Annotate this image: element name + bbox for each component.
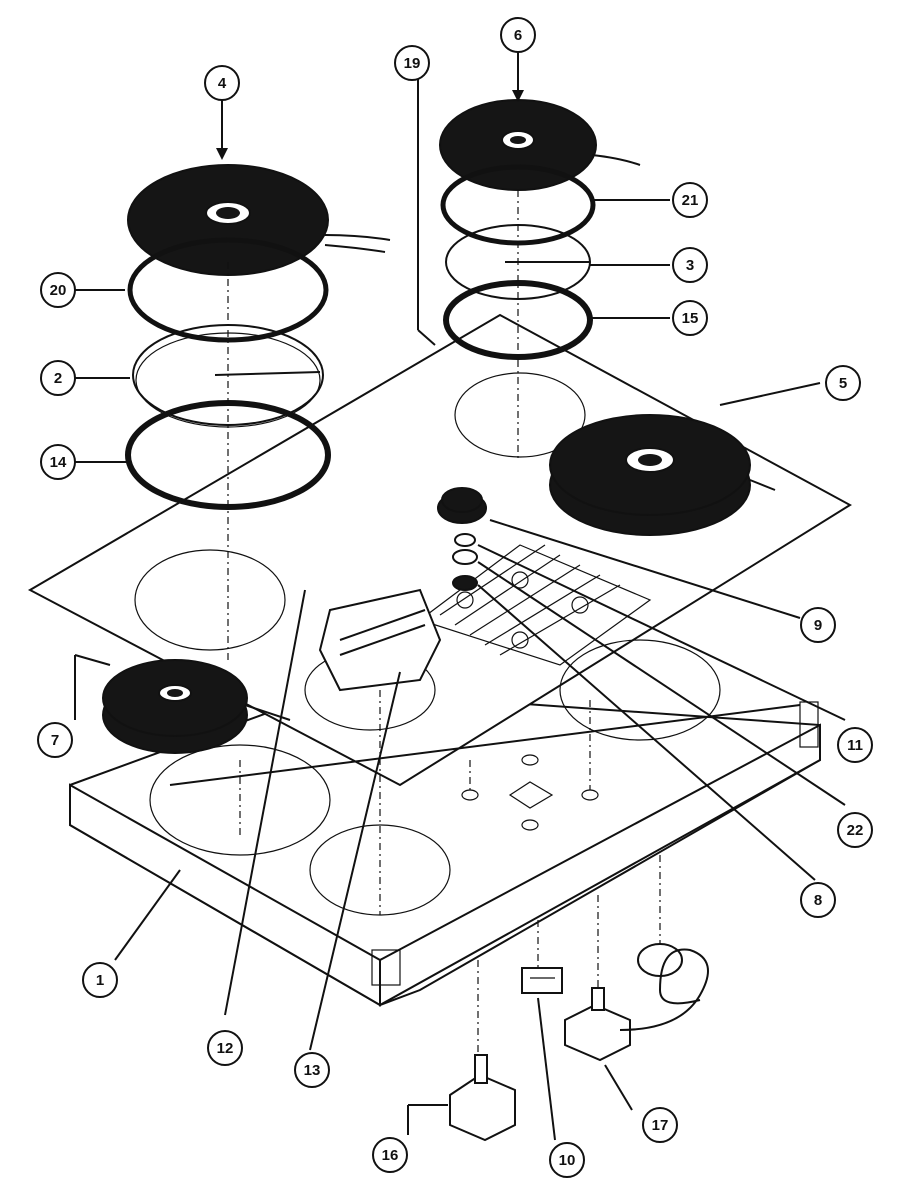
callout-label: 8 bbox=[814, 892, 822, 909]
callout-label: 20 bbox=[50, 282, 67, 299]
callout-label: 9 bbox=[814, 617, 822, 634]
callout-label: 7 bbox=[51, 732, 59, 749]
chassis-box bbox=[69, 688, 821, 1007]
callout-9: 9 bbox=[800, 607, 836, 643]
callout-label: 3 bbox=[686, 257, 694, 274]
washers bbox=[452, 533, 478, 591]
callout-1: 1 bbox=[82, 962, 118, 998]
callout-label: 5 bbox=[839, 375, 847, 392]
callout-label: 12 bbox=[217, 1040, 234, 1057]
burner-7 bbox=[102, 659, 291, 754]
callout-5: 5 bbox=[825, 365, 861, 401]
callout-label: 4 bbox=[218, 75, 227, 92]
callout-label: 1 bbox=[96, 972, 104, 989]
callout-15: 15 bbox=[672, 300, 708, 336]
callout-label: 22 bbox=[847, 822, 864, 839]
callout-2: 2 bbox=[40, 360, 76, 396]
callout-6: 6 bbox=[500, 17, 536, 53]
callout-19: 19 bbox=[394, 45, 430, 81]
callout-8: 8 bbox=[800, 882, 836, 918]
ring-15 bbox=[443, 280, 593, 360]
callout-22: 22 bbox=[837, 812, 873, 848]
callout-20: 20 bbox=[40, 272, 76, 308]
callout-10: 10 bbox=[549, 1142, 585, 1178]
control-knob bbox=[437, 487, 487, 524]
callout-label: 10 bbox=[559, 1152, 576, 1169]
callout-13: 13 bbox=[294, 1052, 330, 1088]
thermostat-17 bbox=[564, 943, 709, 1062]
burner-5 bbox=[549, 414, 776, 536]
callout-label: 16 bbox=[382, 1147, 399, 1164]
callout-3: 3 bbox=[672, 247, 708, 283]
callout-7: 7 bbox=[37, 722, 73, 758]
callout-label: 19 bbox=[404, 55, 421, 72]
callout-21: 21 bbox=[672, 182, 708, 218]
callout-17: 17 bbox=[642, 1107, 678, 1143]
callout-12: 12 bbox=[207, 1030, 243, 1066]
leader-lines bbox=[74, 52, 846, 1141]
callout-label: 13 bbox=[304, 1062, 321, 1079]
callout-label: 14 bbox=[50, 454, 67, 471]
callout-label: 21 bbox=[682, 192, 699, 209]
burner-4 bbox=[127, 164, 391, 276]
callout-label: 11 bbox=[847, 737, 863, 754]
ring-20 bbox=[127, 237, 329, 343]
callout-label: 17 bbox=[652, 1117, 669, 1134]
terminal-10 bbox=[521, 967, 563, 994]
callout-4: 4 bbox=[204, 65, 240, 101]
switch-16 bbox=[449, 1054, 516, 1142]
callout-14: 14 bbox=[40, 444, 76, 480]
callout-label: 2 bbox=[54, 370, 62, 387]
callout-label: 15 bbox=[682, 310, 699, 327]
callout-16: 16 bbox=[372, 1137, 408, 1173]
callout-label: 6 bbox=[514, 27, 522, 44]
callout-11: 11 bbox=[837, 727, 873, 763]
